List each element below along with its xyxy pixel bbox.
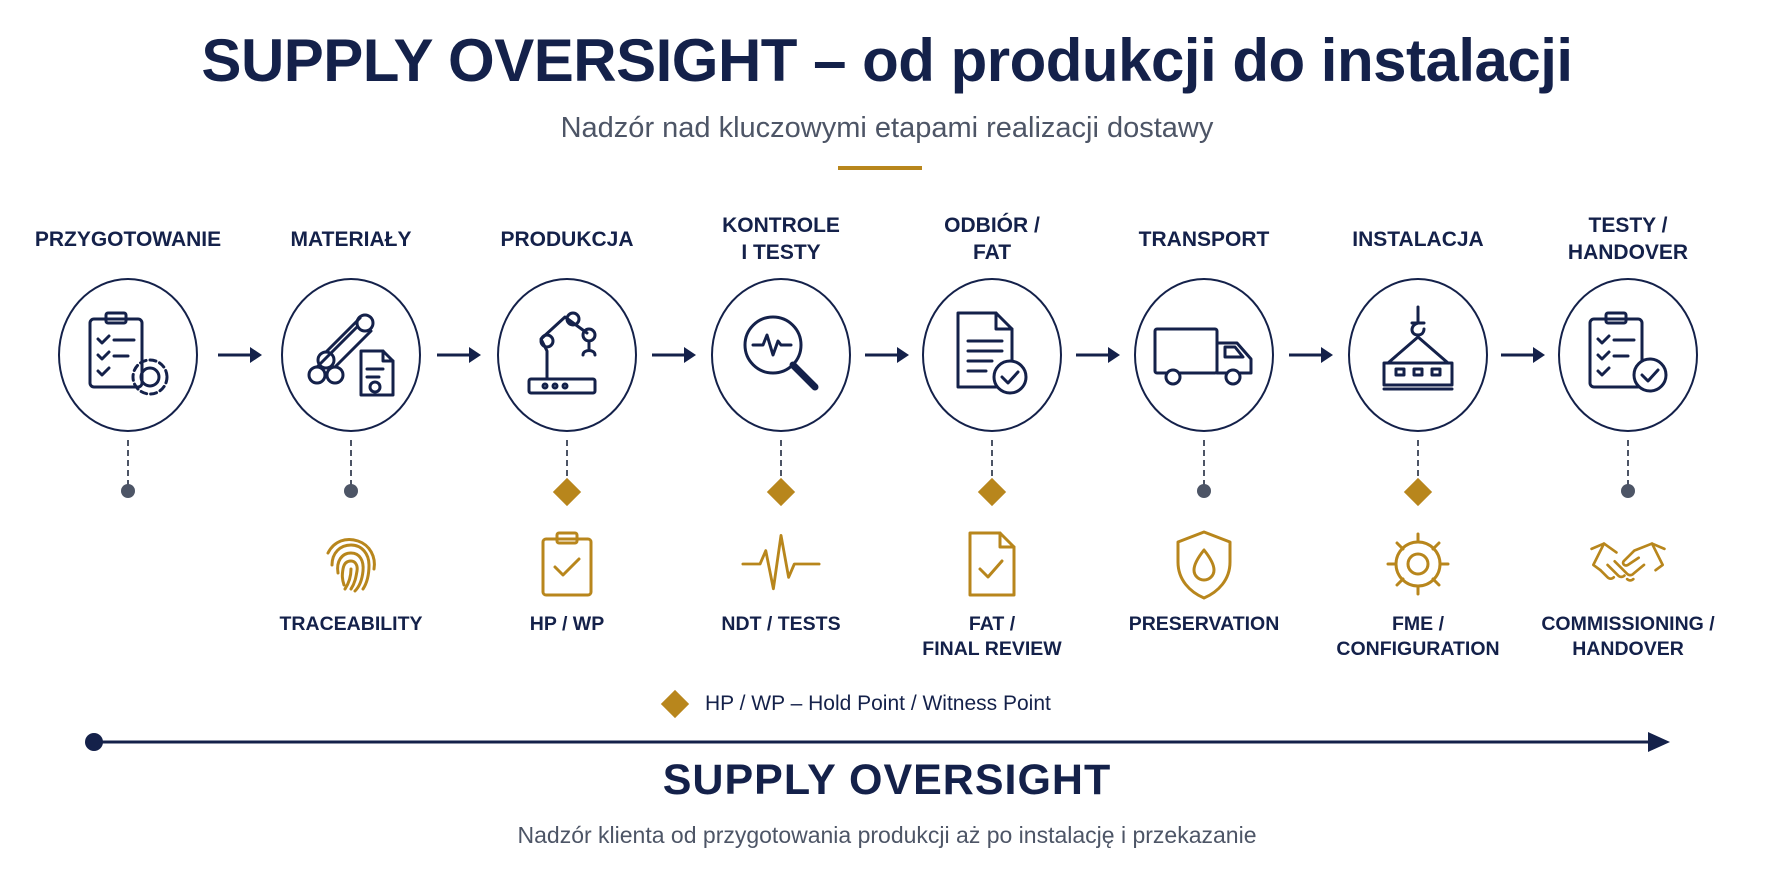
legend-diamond-icon — [660, 689, 690, 719]
legend: HP / WP – Hold Point / Witness Point — [660, 689, 1051, 719]
footer-title: SUPPLY OVERSIGHT — [662, 756, 1112, 804]
document-check-small-icon — [952, 524, 1032, 604]
stage-label: INSTALACJA — [1352, 228, 1484, 251]
hold-point-diamond-icon — [766, 477, 796, 507]
page-subtitle: Nadzór nad kluczowymi etapami realizacji… — [560, 112, 1214, 144]
arrow-right-icon — [437, 345, 481, 365]
connector-line — [1417, 440, 1419, 486]
stage-7-circle — [1348, 278, 1488, 432]
stage-dot — [1197, 484, 1211, 498]
crane-container-icon — [1368, 303, 1468, 408]
sub-label: PRESERVATION — [1128, 613, 1280, 635]
clipboard-check-icon — [527, 524, 607, 604]
magnifier-pulse-icon — [733, 305, 829, 406]
gear-icon — [1378, 524, 1458, 604]
truck-icon — [1149, 305, 1259, 406]
sub-label: TRACEABILITY — [279, 613, 423, 635]
timeline-arrow — [85, 732, 1670, 752]
sub-label: NDT / TESTS — [721, 613, 841, 635]
hold-point-diamond-icon — [1403, 477, 1433, 507]
connector-line — [991, 440, 993, 486]
document-check-icon — [944, 305, 1040, 406]
stage-2-circle — [281, 278, 421, 432]
pulse-icon — [741, 524, 821, 604]
stage-dot — [344, 484, 358, 498]
hold-point-diamond-icon — [977, 477, 1007, 507]
stage-dot — [121, 484, 135, 498]
page-title: SUPPLY OVERSIGHT – od produkcji do insta… — [201, 27, 1573, 94]
legend-text: HP / WP – Hold Point / Witness Point — [705, 692, 1051, 715]
stage-1-circle — [58, 278, 198, 432]
arrow-right-icon — [864, 345, 909, 365]
stage-label: PRODUKCJA — [500, 228, 634, 251]
hold-point-diamond-icon — [552, 477, 582, 507]
clipboard-check-badge-icon — [1580, 305, 1676, 406]
stage-label: ODBIÓR / FAT — [944, 214, 1040, 264]
stage-label: PRZYGOTOWANIE — [34, 228, 222, 251]
stage-8-circle — [1558, 278, 1698, 432]
accent-divider — [838, 166, 922, 170]
connector-line — [127, 440, 129, 486]
arrow-right-icon — [1076, 345, 1120, 365]
handshake-icon — [1588, 524, 1668, 604]
stage-5-circle — [922, 278, 1062, 432]
stage-label: KONTROLE I TESTY — [722, 214, 840, 264]
arrow-right-icon — [1501, 345, 1545, 365]
arrow-right-icon — [652, 345, 696, 365]
arrow-right-icon — [1289, 345, 1333, 365]
stage-label: MATERIAŁY — [290, 228, 412, 251]
sub-label: HP / WP — [529, 613, 605, 635]
footer-subtitle: Nadzór klienta od przygotowania produkcj… — [517, 822, 1257, 848]
stage-3-circle — [497, 278, 637, 432]
connector-line — [780, 440, 782, 486]
connector-line — [566, 440, 568, 486]
pipes-certificate-icon — [301, 305, 401, 406]
robot-arm-icon — [517, 305, 617, 406]
connector-line — [1203, 440, 1205, 486]
stage-label: TRANSPORT — [1138, 228, 1270, 251]
stage-4-circle — [711, 278, 851, 432]
sub-label: COMMISSIONING / HANDOVER — [1541, 613, 1715, 660]
shield-drop-icon — [1164, 524, 1244, 604]
connector-line — [1627, 440, 1629, 486]
stage-6-circle — [1134, 278, 1274, 432]
arrow-right-icon — [217, 345, 262, 365]
sub-label: FME / CONFIGURATION — [1336, 613, 1500, 660]
connector-line — [350, 440, 352, 486]
sub-label: FAT / FINAL REVIEW — [922, 613, 1062, 660]
stage-dot — [1621, 484, 1635, 498]
clipboard-gear-icon — [80, 305, 176, 406]
stage-label: TESTY / HANDOVER — [1567, 214, 1689, 264]
fingerprint-icon — [311, 524, 391, 604]
